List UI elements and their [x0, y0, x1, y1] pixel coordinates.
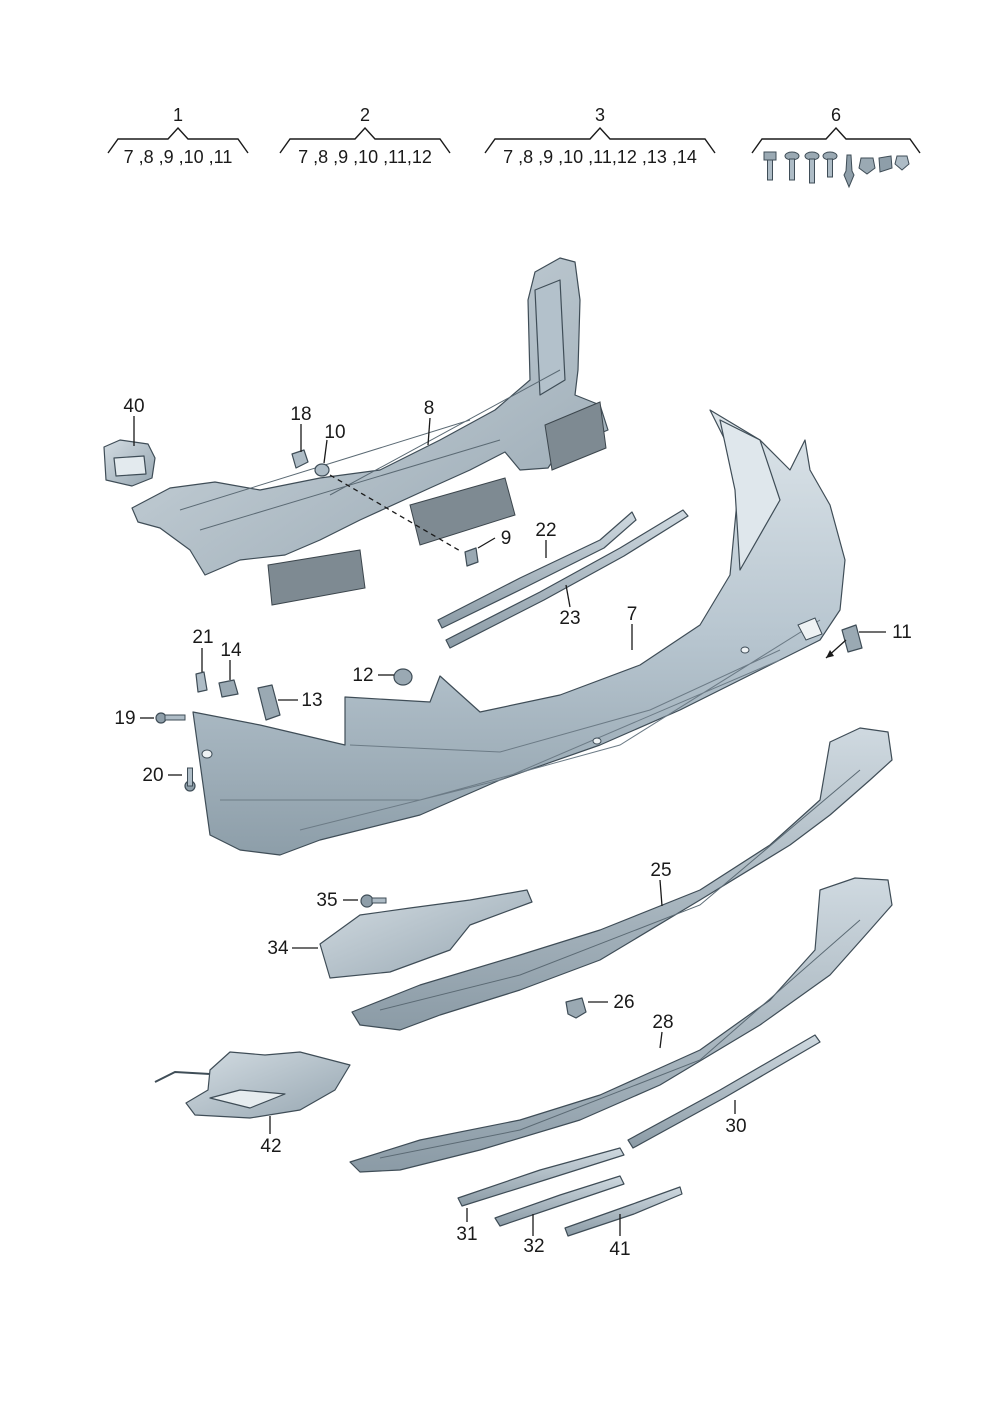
kit-3-group: 3 7 ,8 ,9 ,10 ,11,12 ,13 ,14 — [484, 105, 716, 167]
trim-strip-part-22 — [437, 511, 637, 629]
callout-11: 11 — [892, 622, 912, 643]
callout-22: 22 — [535, 520, 556, 541]
bracket-part-13 — [257, 684, 281, 721]
callout-20: 20 — [142, 765, 163, 786]
bracket-part-34 — [319, 889, 533, 979]
callout-9: 9 — [501, 528, 512, 549]
callout-14: 14 — [220, 640, 242, 661]
screw-icon — [784, 151, 800, 181]
screw-part-35 — [360, 894, 387, 908]
callout-21: 21 — [192, 627, 213, 648]
kit-2-number: 2 — [360, 105, 370, 125]
nut-part-12 — [393, 668, 413, 686]
diffuser-part-25 — [351, 727, 893, 1031]
callout-labels: 40 18 10 8 9 22 23 7 11 21 14 13 12 19 2… — [114, 396, 911, 1260]
callout-25: 25 — [650, 860, 671, 881]
clip-icon — [843, 154, 855, 189]
nut-icon — [858, 157, 876, 175]
trim-strip-part-41 — [564, 1186, 683, 1237]
screw-icon — [822, 151, 838, 178]
bolt-icon — [763, 151, 777, 181]
bracket-part-40 — [103, 439, 156, 487]
kit-2-contents: 7 ,8 ,9 ,10 ,11,12 — [298, 147, 432, 167]
nut-part-18 — [291, 449, 309, 469]
callout-41: 41 — [609, 1239, 630, 1260]
callout-40: 40 — [123, 396, 144, 417]
callout-26: 26 — [613, 992, 634, 1013]
screw-part-20 — [184, 767, 196, 792]
kit-2-group: 2 7 ,8 ,9 ,10 ,11,12 — [279, 105, 451, 167]
diffuser-part-28 — [349, 877, 893, 1173]
clip-part-9 — [464, 547, 479, 567]
clip-part-21 — [195, 671, 208, 693]
clip-part-14 — [218, 679, 239, 698]
kit-6-group: 6 — [751, 105, 921, 189]
callout-32: 32 — [523, 1236, 544, 1257]
callout-7: 7 — [627, 604, 638, 625]
bumper-cover-part-7 — [192, 409, 846, 856]
callout-13: 13 — [301, 690, 322, 711]
tailpipe-trim-part-42 — [154, 1051, 351, 1119]
callout-31: 31 — [456, 1224, 477, 1245]
nut-icon — [894, 155, 910, 171]
nut-part-10 — [314, 463, 330, 477]
callout-34: 34 — [267, 938, 289, 959]
callout-30: 30 — [725, 1116, 746, 1137]
bumper-carrier-part-8 — [131, 257, 609, 606]
callout-8: 8 — [424, 398, 435, 419]
kit-3-contents: 7 ,8 ,9 ,10 ,11,12 ,13 ,14 — [503, 147, 697, 167]
trim-strip-part-31 — [457, 1147, 625, 1207]
kit-6-number: 6 — [831, 105, 841, 125]
tow-cap-part-11 — [825, 624, 863, 659]
trim-strip-part-32 — [494, 1175, 625, 1227]
callout-28: 28 — [652, 1012, 673, 1033]
kit-3-number: 3 — [595, 105, 605, 125]
leader-lines — [133, 416, 886, 1236]
kit-1-group: 1 7 ,8 ,9 ,10 ,11 — [107, 105, 249, 167]
callout-42: 42 — [260, 1136, 281, 1157]
trim-strip-part-30 — [627, 1034, 821, 1149]
screw-icon — [804, 151, 820, 184]
clip-icon — [878, 155, 893, 173]
callout-12: 12 — [352, 665, 373, 686]
kit-1-number: 1 — [173, 105, 183, 125]
nut-part-26 — [565, 997, 587, 1019]
callout-35: 35 — [316, 890, 337, 911]
callout-19: 19 — [114, 708, 135, 729]
callout-18: 18 — [290, 404, 311, 425]
screw-part-19 — [155, 712, 186, 724]
callout-23: 23 — [559, 608, 580, 629]
trim-strip-part-23 — [445, 509, 689, 649]
kit-1-contents: 7 ,8 ,9 ,10 ,11 — [124, 147, 233, 167]
callout-10: 10 — [324, 422, 345, 443]
